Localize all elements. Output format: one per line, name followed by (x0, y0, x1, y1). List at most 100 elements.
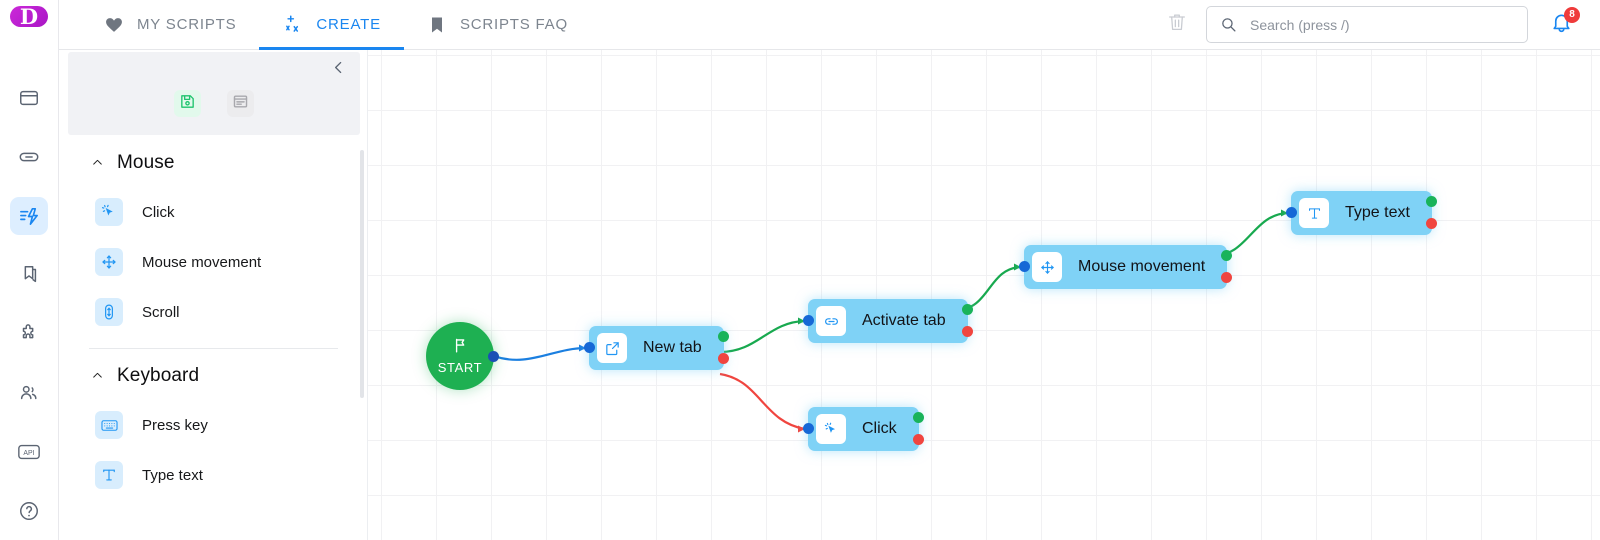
action-group-mouse[interactable]: Mouse (59, 136, 368, 187)
logo-letter: D (19, 4, 39, 29)
top-bar-right: 8 (1166, 6, 1600, 43)
action-label: Press key (142, 416, 208, 434)
node-label: Type text (1345, 204, 1410, 221)
tab-scripts-faq[interactable]: SCRIPTS FAQ (404, 0, 591, 50)
tab-label: MY SCRIPTS (137, 16, 237, 33)
edge-start-to-newtab (493, 346, 587, 361)
top-nav-tabs: MY SCRIPTS CREATE SCRIPT (81, 0, 591, 50)
api-icon: API (17, 441, 41, 463)
rail-item-team[interactable] (10, 374, 48, 412)
browser-icon (18, 87, 40, 109)
copy-icon (18, 264, 40, 286)
notes-button[interactable] (227, 90, 254, 117)
port-start-output[interactable] (488, 351, 499, 362)
notifications-button[interactable]: 8 (1546, 6, 1580, 40)
top-bar: MY SCRIPTS CREATE SCRIPT (59, 0, 1600, 50)
port-output-success[interactable] (912, 412, 924, 423)
edge-newtab-to-activatetab (719, 319, 806, 354)
move-arrows-icon (95, 248, 123, 276)
port-output-success[interactable] (717, 331, 729, 342)
group-title-label: Mouse (117, 152, 175, 173)
action-item-mouse-movement[interactable]: Mouse movement (59, 237, 368, 287)
port-output-error[interactable] (961, 326, 973, 337)
save-script-button[interactable] (174, 90, 201, 117)
delete-button[interactable] (1166, 11, 1188, 38)
action-item-click[interactable]: Click (59, 187, 368, 237)
panel-collapse-button[interactable] (326, 58, 350, 82)
port-output-success[interactable] (1221, 250, 1233, 261)
search-icon (1220, 16, 1237, 33)
tab-label: SCRIPTS FAQ (459, 16, 568, 33)
cursor-click-icon (95, 198, 123, 226)
action-group-keyboard[interactable]: Keyboard (59, 349, 368, 400)
tab-create[interactable]: CREATE (259, 0, 404, 50)
port-input[interactable] (803, 315, 814, 326)
cursor-click-icon (816, 414, 846, 444)
keyboard-icon (95, 411, 123, 439)
rail-item-help[interactable] (10, 492, 48, 530)
rail-item-browser[interactable] (10, 79, 48, 117)
text-t-icon (95, 461, 123, 489)
port-output-error[interactable] (1425, 218, 1437, 229)
group-title-label: Keyboard (117, 365, 200, 386)
action-item-scroll[interactable]: Scroll (59, 287, 368, 337)
node-activate-tab[interactable]: Activate tab (803, 299, 973, 343)
action-item-type-text[interactable]: Type text (59, 450, 368, 500)
action-label: Mouse movement (142, 253, 262, 271)
action-item-press-key[interactable]: Press key (59, 400, 368, 450)
tab-label: CREATE (316, 16, 381, 33)
node-click[interactable]: Click (803, 407, 924, 451)
search-box[interactable] (1206, 6, 1528, 43)
heart-icon (104, 15, 124, 35)
link-chain-icon (816, 306, 846, 336)
rail-item-extensions[interactable] (10, 315, 48, 353)
save-icon (179, 93, 196, 115)
scripts-icon (18, 205, 41, 228)
svg-text:API: API (23, 450, 34, 457)
text-t-icon (1299, 198, 1329, 228)
flow-edges (493, 209, 1289, 433)
port-output-error[interactable] (717, 353, 729, 364)
flow-canvas[interactable]: START New tab Activate tab (368, 50, 1600, 540)
node-type-text[interactable]: Type text (1286, 191, 1437, 235)
magic-wand-icon (282, 14, 303, 35)
group-divider (89, 348, 338, 349)
trash-icon (1166, 11, 1188, 38)
search-input[interactable] (1250, 16, 1500, 33)
flag-icon (452, 337, 469, 358)
app-logo[interactable]: D (10, 6, 48, 27)
port-input[interactable] (1019, 261, 1030, 272)
actions-list[interactable]: Mouse Click Mouse move (59, 136, 368, 540)
chevron-up-icon (91, 156, 103, 171)
book-icon (427, 15, 447, 35)
port-input[interactable] (803, 423, 814, 434)
puzzle-icon (18, 323, 40, 345)
port-output-error[interactable] (1221, 272, 1233, 283)
external-link-icon (597, 333, 627, 363)
notification-badge: 8 (1564, 6, 1580, 23)
action-label: Scroll (142, 303, 180, 321)
node-label: New tab (643, 339, 702, 356)
node-new-tab[interactable]: New tab (584, 326, 729, 370)
port-input[interactable] (584, 342, 595, 353)
node-mouse-movement[interactable]: Mouse movement (1019, 245, 1233, 289)
rail-item-link[interactable] (10, 138, 48, 176)
left-icon-rail: D (0, 0, 59, 540)
node-start[interactable]: START (426, 322, 499, 390)
port-output-success[interactable] (1425, 196, 1437, 207)
chevron-up-icon (91, 369, 103, 384)
link-icon (18, 146, 40, 168)
action-label: Type text (142, 466, 203, 484)
panel-header-tools (68, 90, 360, 117)
port-output-error[interactable] (912, 434, 924, 445)
rail-item-scripts[interactable] (10, 197, 48, 235)
rail-item-api[interactable]: API (10, 433, 48, 471)
rail-icon-list: API (10, 79, 48, 540)
port-output-success[interactable] (961, 304, 973, 315)
rail-item-library[interactable] (10, 256, 48, 294)
tab-my-scripts[interactable]: MY SCRIPTS (81, 0, 259, 50)
panel-header (68, 52, 360, 135)
panel-scrollbar-thumb[interactable] (360, 150, 364, 398)
port-input[interactable] (1286, 207, 1297, 218)
node-start-label: START (437, 360, 483, 375)
